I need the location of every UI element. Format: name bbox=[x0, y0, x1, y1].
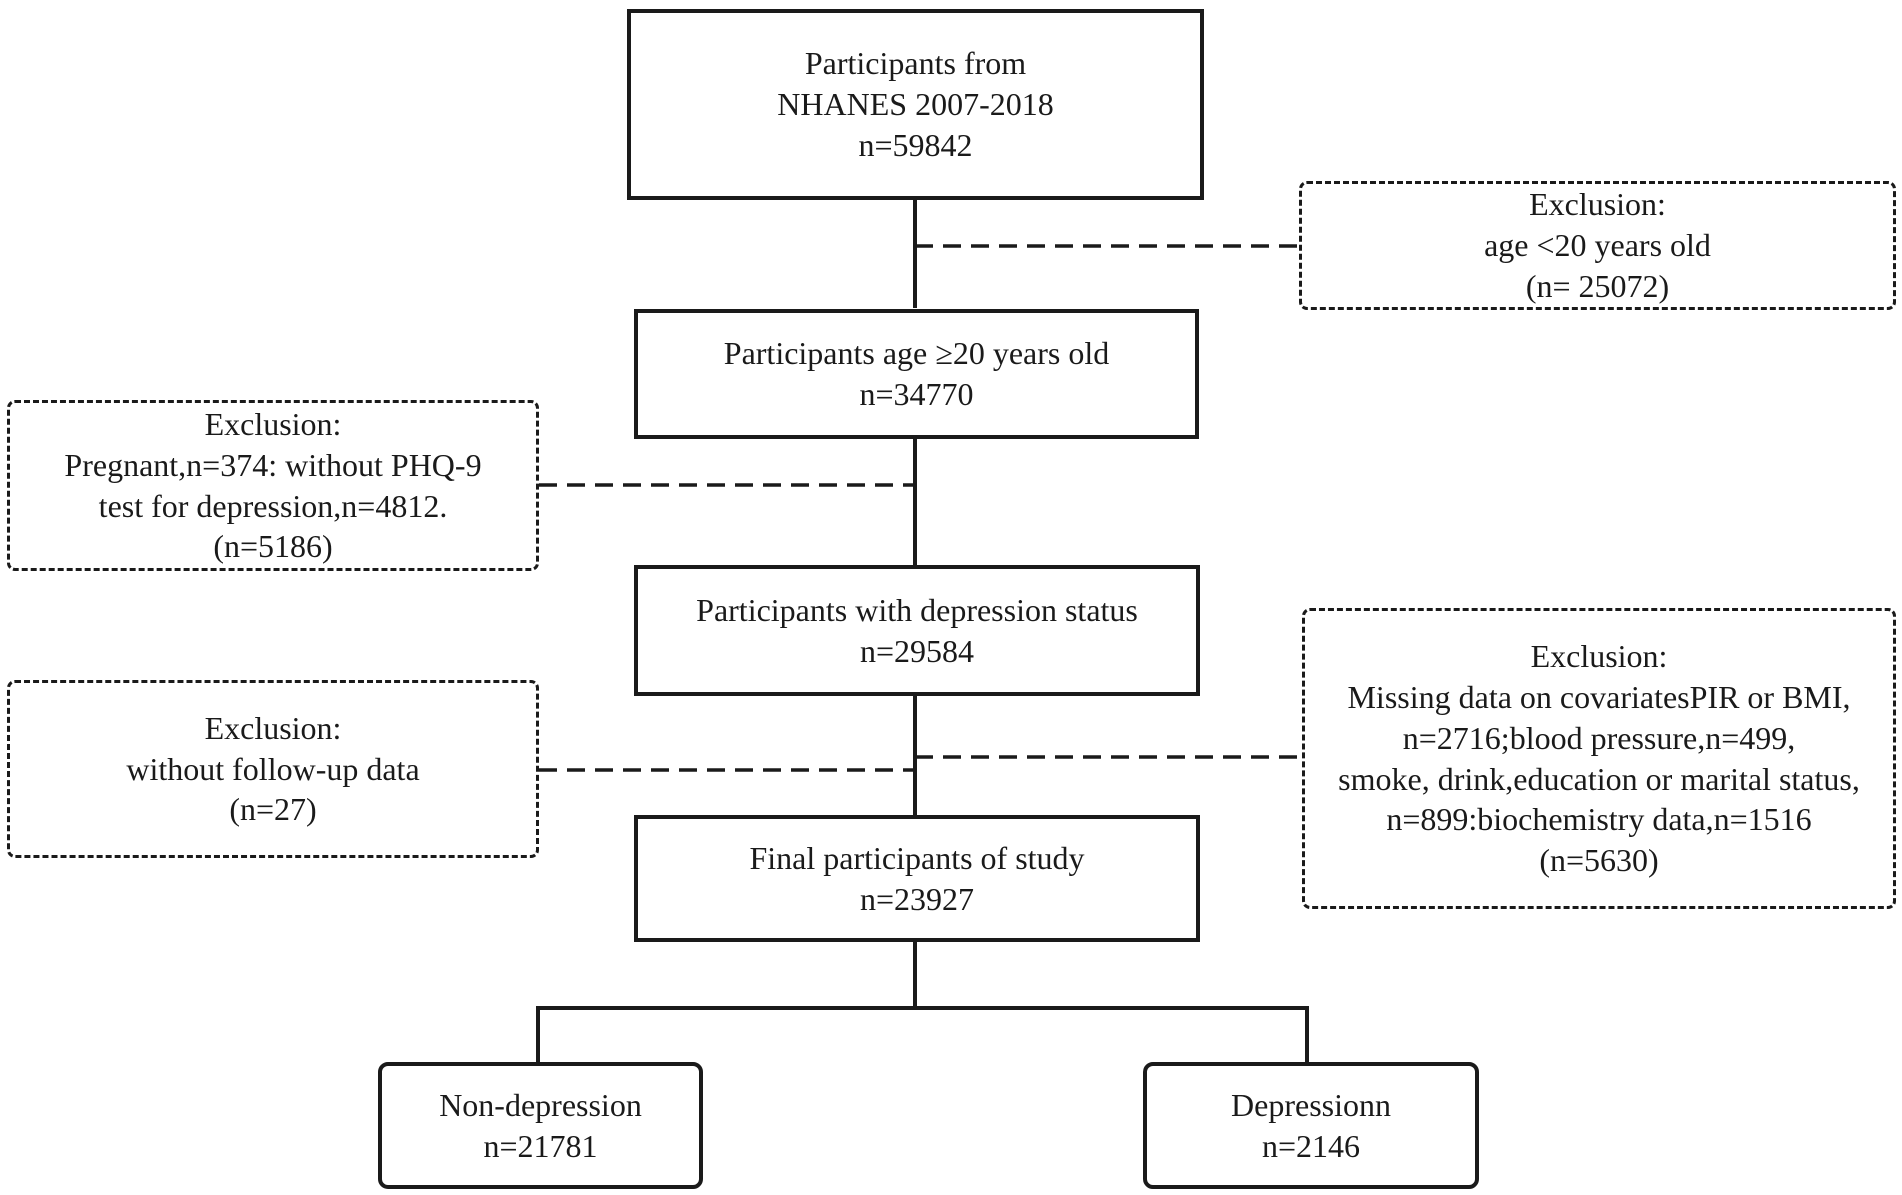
exclusion-covariates-line-6: (n=5630) bbox=[1539, 842, 1659, 879]
adults-line-1: Participants age ≥20 years old bbox=[723, 335, 1110, 372]
exclusion-pregnant-line-2: Pregnant,n=374: without PHQ-9 bbox=[64, 446, 482, 483]
exclusion-followup-line-1: Exclusion: bbox=[204, 709, 342, 746]
exclusion-covariates-line-4: smoke, drink,education or marital status… bbox=[1338, 760, 1860, 797]
depression-line-2: n=2146 bbox=[1261, 1127, 1361, 1164]
exclusion-age-line-1: Exclusion: bbox=[1529, 186, 1666, 223]
exclusion-followup-box: Exclusion: without follow-up data (n=27) bbox=[7, 680, 539, 858]
depression-line-1: Depressionn bbox=[1231, 1086, 1391, 1123]
exclusion-pregnant-line-3: test for depression,n=4812. bbox=[98, 487, 448, 524]
final-line-2: n=23927 bbox=[859, 880, 975, 917]
exclusion-covariates-line-3: n=2716;blood pressure,n=499, bbox=[1402, 719, 1796, 756]
depression-status-line-1: Participants with depression status bbox=[696, 591, 1138, 628]
depression-status-line-2: n=29584 bbox=[859, 632, 975, 669]
exclusion-age-line-3: (n= 25072) bbox=[1525, 267, 1670, 304]
non-depression-line-1: Non-depression bbox=[439, 1086, 642, 1123]
non-depression-line-2: n=21781 bbox=[483, 1127, 598, 1164]
start-line-2: NHANES 2007-2018 bbox=[777, 86, 1054, 123]
depression-status-box: Participants with depression status n=29… bbox=[634, 565, 1200, 696]
final-box: Final participants of study n=23927 bbox=[634, 815, 1200, 942]
start-box: Participants from NHANES 2007-2018 n=598… bbox=[627, 9, 1204, 200]
exclusion-covariates-line-2: Missing data on covariatesPIR or BMI, bbox=[1347, 678, 1851, 715]
adults-box: Participants age ≥20 years old n=34770 bbox=[634, 309, 1199, 439]
exclusion-covariates-box: Exclusion: Missing data on covariatesPIR… bbox=[1302, 608, 1896, 909]
exclusion-followup-line-3: (n=27) bbox=[229, 791, 317, 828]
non-depression-box: Non-depression n=21781 bbox=[378, 1062, 703, 1189]
exclusion-pregnant-line-4: (n=5186) bbox=[213, 528, 333, 565]
final-line-1: Final participants of study bbox=[749, 839, 1085, 876]
exclusion-covariates-line-1: Exclusion: bbox=[1530, 637, 1668, 674]
exclusion-age-box: Exclusion: age <20 years old (n= 25072) bbox=[1299, 181, 1896, 310]
start-line-3: n=59842 bbox=[858, 126, 973, 163]
adults-line-2: n=34770 bbox=[859, 376, 974, 412]
exclusion-followup-line-2: without follow-up data bbox=[126, 750, 420, 787]
start-line-1: Participants from bbox=[804, 45, 1027, 82]
exclusion-covariates-line-5: n=899:biochemistry data,n=1516 bbox=[1386, 801, 1812, 838]
depression-box: Depressionn n=2146 bbox=[1143, 1062, 1479, 1189]
exclusion-pregnant-line-1: Exclusion: bbox=[204, 405, 342, 442]
exclusion-pregnant-box: Exclusion: Pregnant,n=374: without PHQ-9… bbox=[7, 400, 539, 571]
exclusion-age-line-2: age <20 years old bbox=[1484, 227, 1711, 264]
